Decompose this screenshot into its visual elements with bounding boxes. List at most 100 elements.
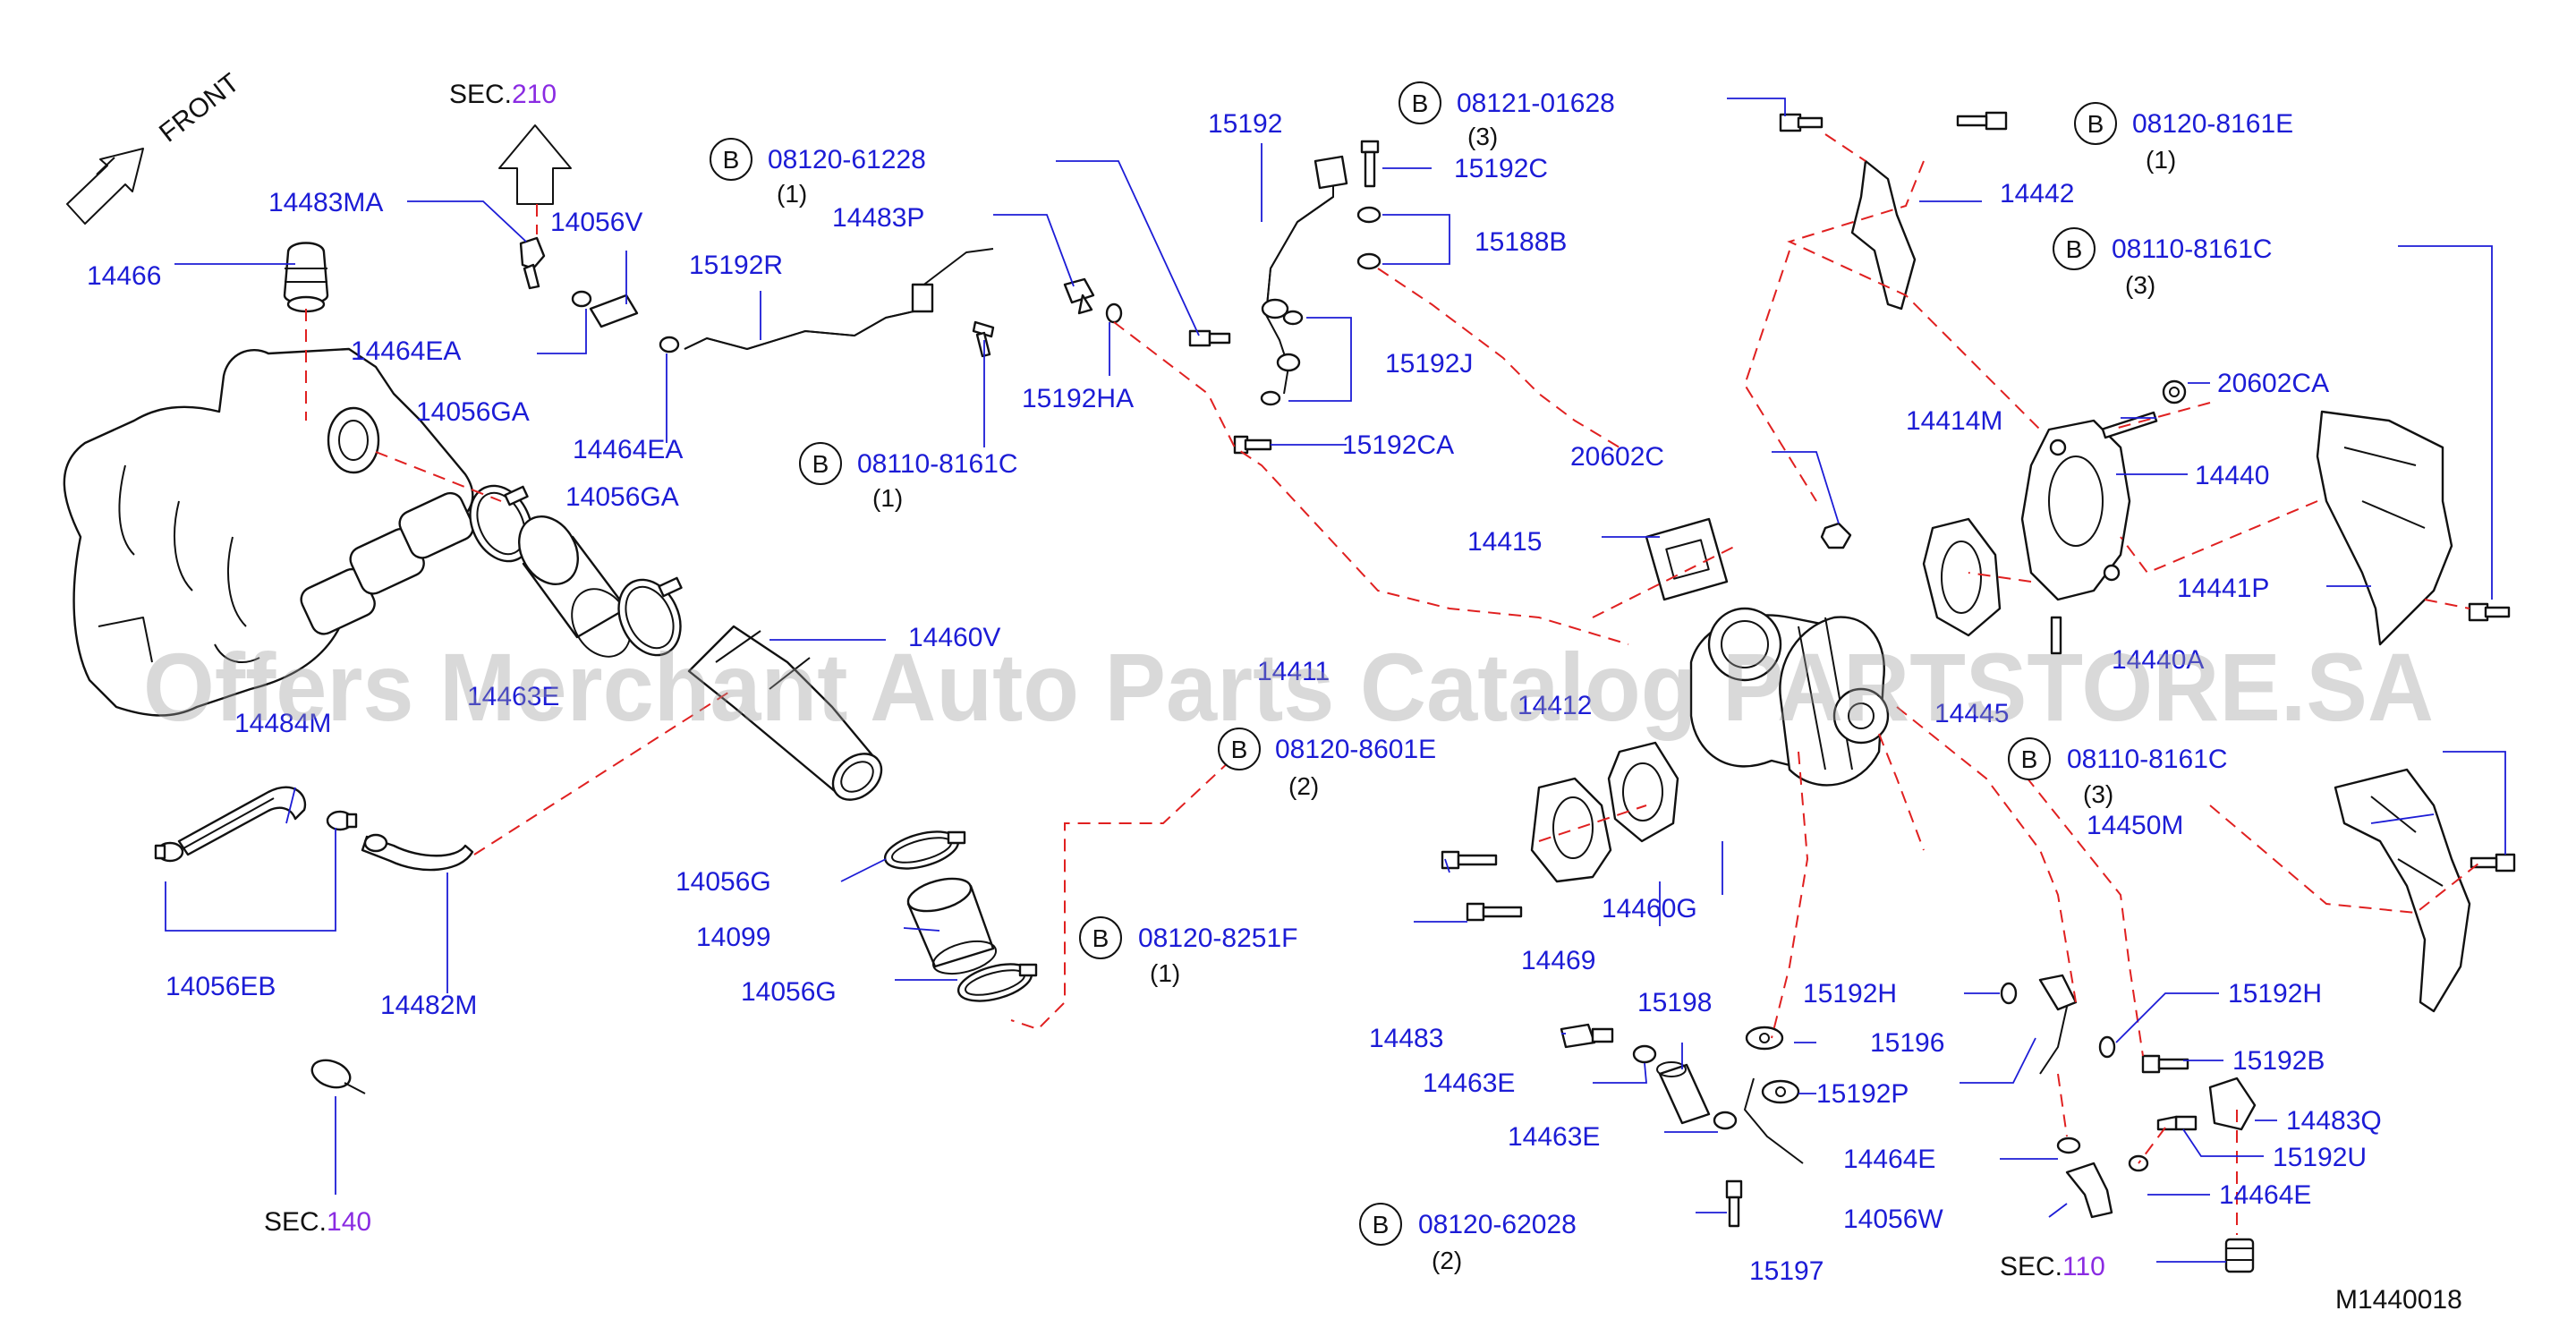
- bolt-08120-8161e-upper: [1779, 113, 1824, 132]
- bolt-15197: [1725, 1179, 1743, 1228]
- part-label: 14463E: [1508, 1122, 1600, 1152]
- bolt-ref-08120-61228: B 08120-61228 (1): [710, 138, 926, 208]
- bolt-number: 08121-01628: [1457, 89, 1615, 118]
- heat-shield-14450m: [2334, 768, 2471, 1013]
- part-label: 14450M: [2087, 811, 2183, 840]
- pipe-14464e: [1744, 1077, 1804, 1164]
- small-clamp-left: [154, 841, 184, 863]
- gasket-14415: [1645, 517, 1729, 601]
- intercooler-hose: [518, 515, 632, 658]
- hose-clamp-g-lower: [956, 963, 1038, 1002]
- bolt-08110-8161c-right: [2468, 602, 2511, 622]
- bolt-number: 08120-61228: [768, 145, 926, 175]
- bolt-badge: B: [1373, 1211, 1390, 1239]
- part-label: 15192H: [2228, 979, 2322, 1009]
- part-label: 15196: [1870, 1028, 1944, 1058]
- part-label: 14464EA: [573, 435, 683, 464]
- part-label: 14482M: [380, 991, 477, 1020]
- part-label: 15192H: [1803, 979, 1897, 1009]
- part-label: 14483Q: [2286, 1106, 2382, 1136]
- hose-clamp-ga-lower: [617, 576, 683, 657]
- bolt-qty: (1): [777, 180, 807, 208]
- turbo-outlet-housing: [2020, 419, 2131, 601]
- hose-15198: [1656, 1061, 1711, 1125]
- air-outlet-14469: [1530, 777, 1612, 883]
- part-label: 15192CA: [1342, 430, 1454, 460]
- clamp-top-14056w: [2056, 1136, 2081, 1154]
- bolt-number: 08110-8161C: [2112, 234, 2273, 264]
- part-label: 20602CA: [2217, 369, 2329, 398]
- nut-20602c: [1820, 522, 1852, 549]
- reference-lines: [305, 133, 2479, 1235]
- gasket-15196: [1745, 1026, 1784, 1051]
- part-label: 15192P: [1816, 1079, 1909, 1109]
- part-label: 14056GA: [565, 482, 679, 512]
- part-label: 14412: [1518, 691, 1592, 720]
- section-ref-110: SEC.110: [2000, 1252, 2105, 1281]
- clamp-14464ea-b: [659, 336, 680, 353]
- bolt-qty: (3): [1467, 123, 1498, 150]
- part-label: 15197: [1749, 1256, 1824, 1286]
- washer-15192h-b: [2098, 1035, 2116, 1059]
- part-label: 15192U: [2273, 1143, 2367, 1172]
- bolt-badge: B: [1231, 736, 1248, 763]
- oil-pipe-15192r: [684, 248, 994, 350]
- part-label: 14463E: [467, 682, 559, 711]
- part-label: 14056G: [676, 867, 771, 897]
- part-label: 14469: [1521, 946, 1595, 975]
- air-intake-pipe: [687, 625, 883, 801]
- sec-210-arrow: [498, 124, 572, 205]
- part-label: 14440: [2195, 461, 2269, 490]
- bolt-qty: (3): [2083, 780, 2113, 808]
- bolt-badge: B: [2066, 235, 2083, 263]
- heat-shield-14442: [1850, 159, 1917, 311]
- nut-20602ca: [2162, 379, 2187, 404]
- bolt-ref-08120-8161e: B 08120-8161E (1): [2074, 102, 2293, 174]
- part-labels: 14466 14483MA 14056V 14464EA 14464EA 151…: [87, 109, 2382, 1286]
- section-ref-140: SEC.140: [264, 1207, 371, 1237]
- part-label: 14440A: [2112, 645, 2204, 675]
- hose-14056w: [2065, 1162, 2113, 1219]
- bolt-08110-8161c: [972, 320, 995, 358]
- front-arrow: FRONT: [66, 68, 245, 225]
- part-label: 14466: [87, 261, 161, 291]
- oil-return-pipe: [2038, 974, 2078, 1075]
- turbocharger-assembly: [1689, 607, 1890, 787]
- bolt-qty: (2): [1288, 772, 1319, 800]
- bolt-qty: (3): [2125, 271, 2155, 299]
- bolt-number: 08110-8161C: [2067, 745, 2228, 774]
- hose-clamp-g-upper: [883, 830, 966, 870]
- diagram-code: M1440018: [2335, 1285, 2462, 1315]
- part-label: 14099: [696, 923, 770, 952]
- bolt-ref-08120-62028: B 08120-62028 (2): [1359, 1203, 1577, 1274]
- bolt-badge: B: [723, 146, 740, 174]
- bolt-badge: B: [812, 450, 829, 478]
- washers-15188b: [1356, 206, 1382, 270]
- bolt-badge: B: [2021, 745, 2038, 773]
- bolt-qty: (1): [1150, 959, 1180, 987]
- bolt-number: 08120-8601E: [1275, 735, 1436, 764]
- bolt-badge: B: [1092, 924, 1109, 952]
- bolt-08121-01628: [1188, 329, 1231, 347]
- bolt-badge: B: [2087, 110, 2104, 138]
- bolt-ref-08110-8161c-b: B 08110-8161C (3): [2053, 227, 2273, 299]
- intake-manifold: [63, 347, 474, 717]
- bolt-number: 08120-8161E: [2132, 109, 2293, 139]
- bolt-qty: (2): [1432, 1247, 1462, 1274]
- bolt-ref-08110-8161c-a: B 08110-8161C (1): [799, 442, 1018, 512]
- part-label: 14460V: [908, 623, 1000, 652]
- washer-15192ha: [1105, 302, 1123, 324]
- part-label: 15192HA: [1022, 384, 1134, 413]
- small-clamp-right: [326, 810, 358, 831]
- bolt-15192ca: [1233, 435, 1272, 455]
- bolt-ref-08120-8251f: B 08120-8251F (1): [1079, 916, 1297, 987]
- filler-cap: [283, 242, 329, 313]
- bolt-ref-08121-01628: B 08121-01628 (3): [1399, 81, 1615, 150]
- vacuum-hose-14484m: [177, 786, 307, 856]
- part-label: 14483P: [832, 203, 924, 233]
- part-label: 14056W: [1843, 1205, 1943, 1234]
- part-label: 14056V: [550, 208, 642, 237]
- connector-14483ma: [519, 236, 546, 290]
- part-label: 15192C: [1454, 154, 1548, 183]
